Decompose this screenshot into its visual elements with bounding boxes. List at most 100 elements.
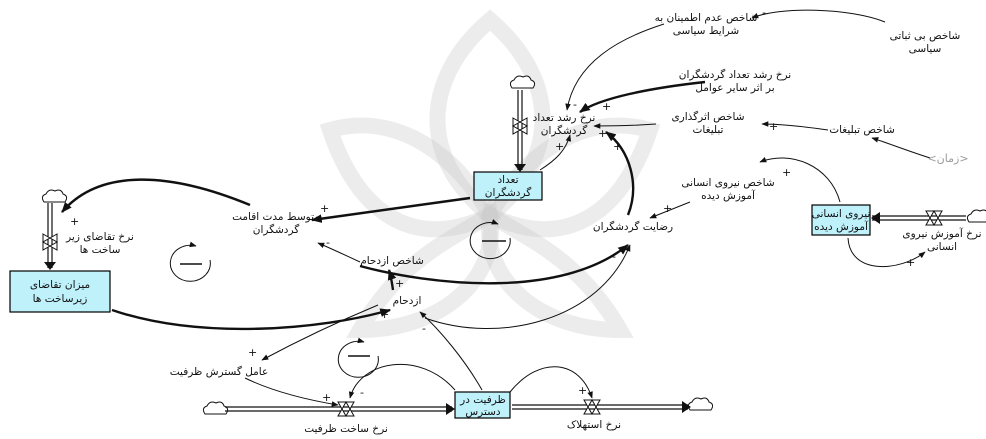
svg-text:گردشگران: گردشگران	[541, 124, 588, 137]
polarity-sign: +	[663, 202, 672, 215]
flow-pipe-capacity-build	[225, 403, 455, 415]
svg-text:شرایط سیاسی: شرایط سیاسی	[673, 25, 739, 37]
link-demand-to-congestion	[111, 308, 392, 331]
flow-pipe-depreciation	[512, 401, 691, 413]
svg-text:گردشگران: گردشگران	[485, 186, 532, 199]
polarity-sign: +	[782, 166, 791, 179]
link-capacity-to-depreciation	[509, 366, 593, 399]
var-congestion-index[interactable]: شاخص ازدحام	[360, 255, 424, 267]
var-political-uncertainty[interactable]: شاخص عدم اطمینان به شرایط سیاسی	[655, 12, 758, 37]
var-congestion[interactable]: ازدحام	[393, 295, 422, 307]
var-ad-index[interactable]: شاخص تبلیغات	[829, 124, 895, 136]
link-expansion-to-build-rate	[244, 377, 339, 407]
svg-text:عامل گسترش ظرفیت: عامل گسترش ظرفیت	[170, 365, 269, 378]
svg-text:تعداد: تعداد	[497, 174, 518, 186]
link-training-loop	[847, 237, 926, 268]
svg-text:نرخ رشد تعداد گردشگران: نرخ رشد تعداد گردشگران	[679, 68, 791, 81]
var-political-instability[interactable]: شاخص بی ثباتی سیاسی	[890, 30, 961, 55]
svg-text:نرخ استهلاک: نرخ استهلاک	[567, 419, 621, 431]
link-congestion-to-expansion	[261, 304, 379, 361]
var-avg-stay[interactable]: متوسط مدت اقامت گردشگران	[232, 211, 320, 236]
var-satisfaction[interactable]: رضایت گردشگران	[593, 220, 673, 233]
loop-marker	[169, 241, 211, 282]
svg-text:زیرساخت ها: زیرساخت ها	[33, 293, 88, 305]
svg-text:ساخت ها: ساخت ها	[80, 244, 121, 256]
stock-tourists[interactable]: تعداد گردشگران	[473, 171, 543, 201]
polarity-sign: +	[602, 100, 611, 113]
polarity-sign: +	[769, 120, 778, 133]
var-depreciation-rate[interactable]: نرخ استهلاک	[567, 419, 621, 431]
link-time-to-ad-index	[871, 137, 931, 159]
link-satisfaction-to-growth	[605, 131, 635, 216]
link-capacity-to-congestion	[419, 311, 483, 391]
link-workforce-to-index	[759, 157, 841, 203]
svg-text:گردشگران: گردشگران	[253, 223, 300, 236]
polarity-sign: +	[578, 384, 587, 397]
polarity-sign: +	[248, 346, 257, 359]
var-ad-impact[interactable]: شاخص اثرگذاری تبلیغات	[671, 110, 744, 136]
svg-text:نرخ ساخت ظرفیت: نرخ ساخت ظرفیت	[304, 423, 388, 435]
svg-text:ظرفیت در: ظرفیت در	[459, 394, 506, 406]
link-congestion-to-index	[387, 268, 397, 291]
svg-text:دسترس: دسترس	[465, 406, 501, 418]
var-growth-rate[interactable]: نرخ رشد تعداد گردشگران	[533, 112, 596, 137]
cloud-icon	[202, 401, 229, 415]
link-workforce-index-to-satisfaction	[649, 201, 691, 219]
polarity-sign: +	[555, 140, 564, 153]
polarity-sign: +	[70, 215, 79, 228]
var-capacity-expansion[interactable]: عامل گسترش ظرفیت	[170, 365, 269, 378]
polarity-sign: -	[326, 236, 330, 249]
polarity-sign: -	[360, 386, 364, 399]
var-infra-demand-rate[interactable]: نرخ تقاضای زیر ساخت ها	[65, 231, 134, 256]
link-congestion-to-satisfaction	[424, 244, 631, 329]
svg-text:انسانی: انسانی	[927, 241, 957, 253]
cloud-icon	[509, 75, 536, 89]
svg-text:نیروی انسانی: نیروی انسانی	[812, 208, 871, 220]
svg-text:شاخص ازدحام: شاخص ازدحام	[360, 255, 424, 267]
polarity-sign: +	[322, 391, 331, 404]
svg-text:<زمان>: <زمان>	[927, 152, 968, 165]
svg-text:سیاسی: سیاسی	[909, 43, 942, 55]
valve-icon	[337, 400, 355, 418]
var-training-rate[interactable]: نرخ آموزش نیروی انسانی	[902, 227, 981, 253]
svg-text:آموزش دیده: آموزش دیده	[814, 220, 869, 233]
valve-icon	[41, 233, 59, 251]
link-other-to-growth	[579, 80, 706, 113]
stock-capacity[interactable]: ظرفیت در دسترس	[454, 391, 511, 419]
polarity-sign: +	[906, 256, 915, 269]
cloud-icon	[41, 189, 68, 203]
var-time-shadow[interactable]: <زمان>	[927, 152, 968, 165]
polarity-sign: +	[613, 140, 622, 153]
svg-text:آموزش دیده: آموزش دیده	[701, 189, 756, 202]
stock-trained-workforce[interactable]: نیروی انسانی آموزش دیده	[811, 204, 871, 236]
var-other-factors[interactable]: نرخ رشد تعداد گردشگران بر اثر سایر عوامل	[679, 68, 791, 94]
svg-text:میزان تقاضای: میزان تقاضای	[30, 279, 90, 291]
svg-text:تبلیغات: تبلیغات	[693, 124, 724, 136]
link-congestion-index-to-avg-stay	[317, 242, 361, 263]
polarity-sign: +	[395, 277, 404, 290]
valve-icon	[583, 398, 601, 416]
link-capacity-to-build-rate	[348, 363, 456, 399]
link-tourists-to-growth	[539, 134, 572, 171]
stock-infra-demand[interactable]: میزان تقاضای زیرساخت ها	[9, 270, 111, 313]
link-ad-impact-to-growth	[593, 123, 657, 129]
var-capacity-build-rate[interactable]: نرخ ساخت ظرفیت	[304, 423, 388, 435]
svg-text:شاخص عدم اطمینان به: شاخص عدم اطمینان به	[655, 12, 758, 24]
link-uncertainty-to-growth	[565, 23, 665, 111]
svg-text:شاخص نیروی انسانی: شاخص نیروی انسانی	[681, 177, 774, 189]
flow-pipe-training	[871, 212, 966, 224]
valve-icon	[511, 117, 529, 135]
svg-text:نرخ رشد تعداد: نرخ رشد تعداد	[533, 112, 596, 124]
link-avgstay-to-demandrate	[61, 178, 251, 213]
polarity-sign: +	[320, 202, 329, 215]
svg-text:ازدحام: ازدحام	[393, 295, 422, 307]
flow-pipe-infra-demand	[44, 203, 56, 270]
svg-text:نرخ آموزش نیروی: نرخ آموزش نیروی	[902, 227, 981, 240]
var-workforce-index[interactable]: شاخص نیروی انسانی آموزش دیده	[681, 177, 774, 202]
valve-icon	[925, 209, 943, 227]
svg-text:متوسط مدت اقامت: متوسط مدت اقامت	[232, 211, 320, 223]
link-ad-index-to-impact	[761, 121, 829, 131]
svg-text:شاخص تبلیغات: شاخص تبلیغات	[829, 124, 895, 136]
cloud-icon	[687, 397, 714, 411]
